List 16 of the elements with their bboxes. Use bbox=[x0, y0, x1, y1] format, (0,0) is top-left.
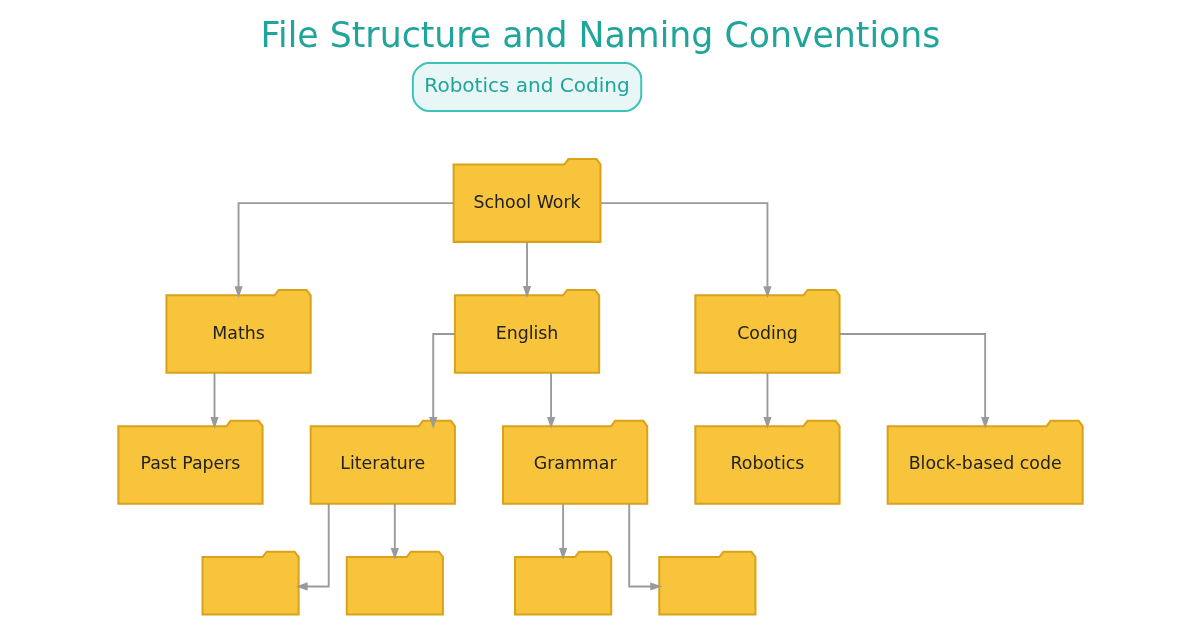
label: Robotics and Coding bbox=[423, 72, 630, 97]
arrow bbox=[295, 502, 330, 591]
diagram-title: File Structure and Naming Conventions bbox=[260, 14, 940, 55]
arrow bbox=[233, 202, 454, 298]
arrow bbox=[627, 502, 662, 591]
arrow bbox=[522, 241, 531, 298]
node-folder bbox=[657, 550, 756, 616]
arrow bbox=[838, 333, 989, 429]
node-folder bbox=[201, 550, 300, 616]
arrow bbox=[428, 333, 455, 429]
arrow bbox=[762, 372, 772, 429]
arrow bbox=[209, 372, 219, 429]
arrow bbox=[546, 372, 555, 429]
arrow bbox=[558, 502, 567, 560]
arrow bbox=[390, 502, 399, 560]
arrow bbox=[599, 202, 772, 298]
